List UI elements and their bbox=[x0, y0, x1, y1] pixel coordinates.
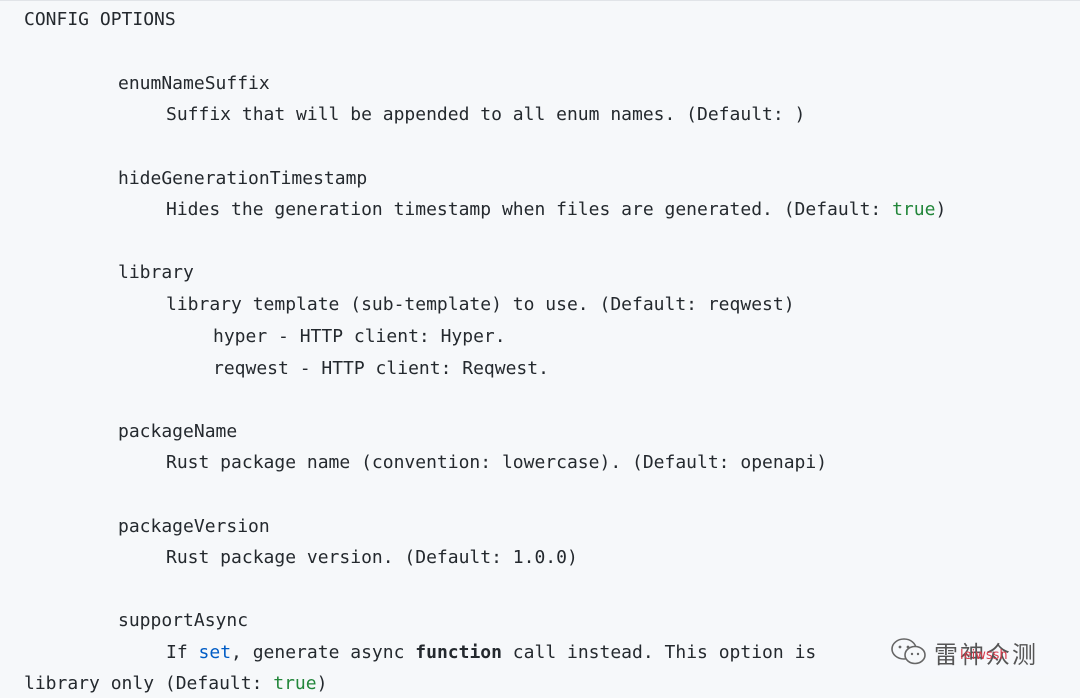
option-name-packageName: packageName bbox=[118, 421, 238, 442]
watermark-text: 雷神众测 bbox=[934, 640, 1038, 669]
wechat-icon bbox=[891, 638, 926, 665]
option-name-enumNameSuffix: enumNameSuffix bbox=[118, 73, 270, 94]
default-value-literal: true bbox=[273, 673, 317, 694]
option-desc-packageName: Rust package name (convention: lowercase… bbox=[166, 452, 828, 473]
desc-text: , generate async bbox=[231, 642, 416, 663]
option-desc-supportAsync-line2: library only (Default: true) bbox=[24, 670, 327, 698]
desc-text: call instead. This option is bbox=[501, 642, 828, 663]
option-desc-enumNameSuffix: Suffix that will be appended to all enum… bbox=[166, 104, 806, 125]
section-header: CONFIG OPTIONS bbox=[24, 9, 176, 30]
keyword-set: set bbox=[198, 642, 232, 663]
desc-text: Hides the generation timestamp when file… bbox=[166, 199, 893, 220]
library-choice-hyper: hyper - HTTP client: Hyper. bbox=[213, 326, 506, 347]
default-value-literal: true bbox=[892, 199, 936, 220]
library-choice-reqwest: reqwest - HTTP client: Reqwest. bbox=[213, 358, 549, 379]
option-name-supportAsync: supportAsync bbox=[118, 610, 249, 631]
desc-text: If bbox=[166, 642, 199, 663]
option-name-library: library bbox=[118, 262, 194, 283]
desc-text: ) bbox=[316, 673, 328, 694]
option-name-hideGenerationTimestamp: hideGenerationTimestamp bbox=[118, 168, 368, 189]
watermark: 雷神众测 leiwssh bbox=[890, 628, 1050, 676]
option-desc-library: library template (sub-template) to use. … bbox=[166, 294, 795, 315]
option-name-packageVersion: packageVersion bbox=[118, 516, 270, 537]
option-desc-hideGenerationTimestamp: Hides the generation timestamp when file… bbox=[166, 196, 946, 224]
option-desc-packageVersion: Rust package version. (Default: 1.0.0) bbox=[166, 547, 578, 568]
option-desc-supportAsync-line1: If set, generate async function call ins… bbox=[166, 639, 827, 667]
desc-text: library only (Default: bbox=[24, 673, 274, 694]
watermark-subtext: leiwssh bbox=[960, 648, 1008, 663]
keyword-function: function bbox=[415, 642, 502, 663]
desc-text: ) bbox=[935, 199, 947, 220]
top-divider bbox=[0, 0, 1080, 1]
